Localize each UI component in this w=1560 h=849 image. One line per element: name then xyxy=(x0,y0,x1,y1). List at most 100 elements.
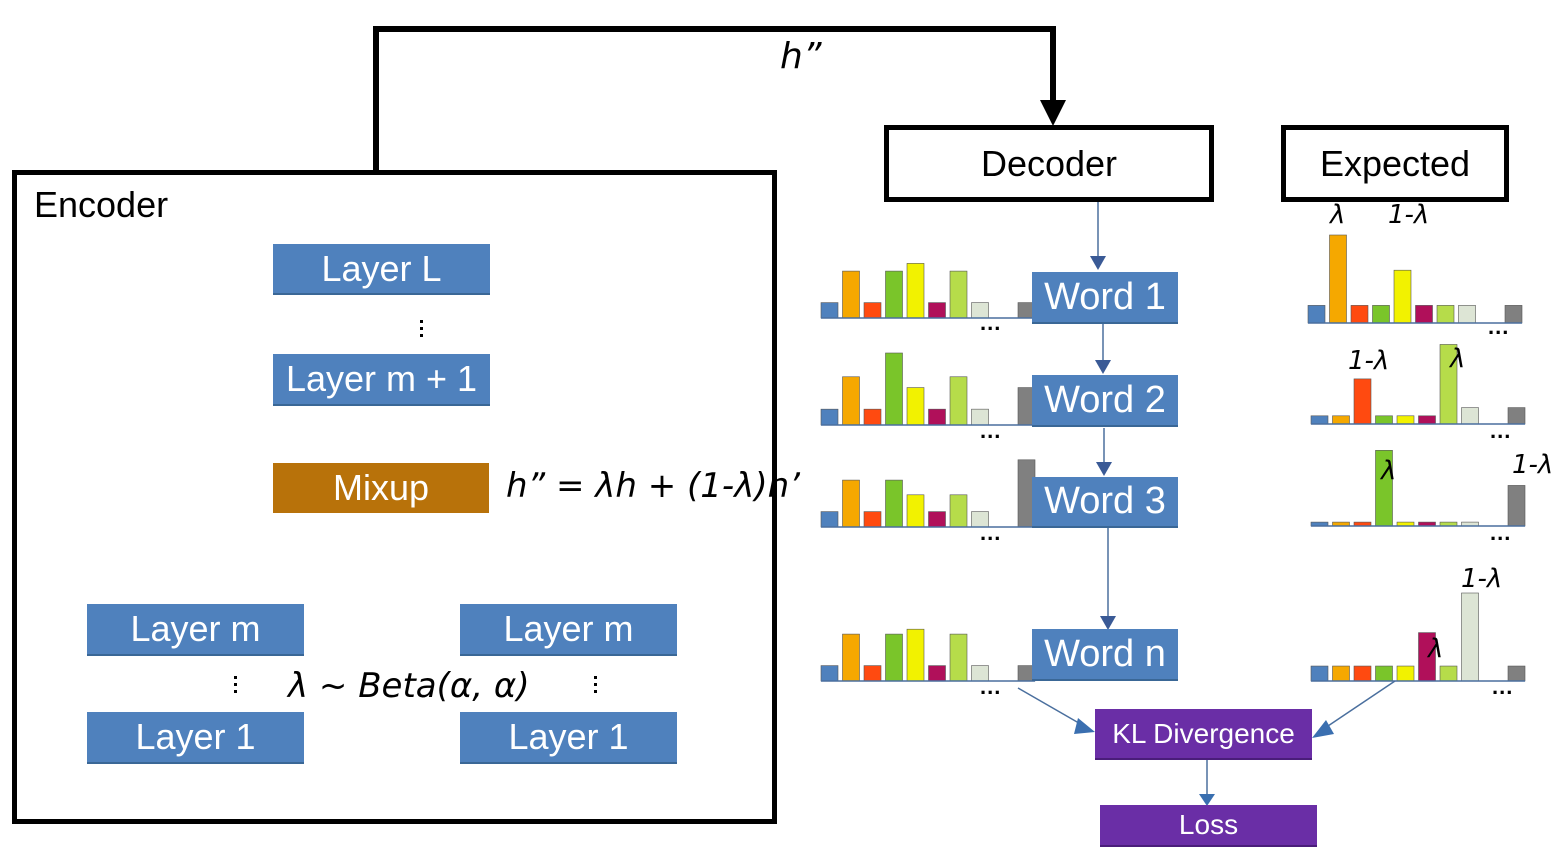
lambda-label: λ xyxy=(1381,456,1397,486)
mixup-box: Mixup xyxy=(273,463,489,513)
expected-bar xyxy=(1375,415,1393,425)
expected-bar xyxy=(1332,415,1350,425)
mixup-formula: h” = λh + (1-λ)h’ xyxy=(506,466,800,506)
expected-bar xyxy=(1310,415,1329,425)
expected-chart-2 xyxy=(1310,344,1526,425)
layer-L-box: Layer L xyxy=(273,244,490,295)
ellipsis: ... xyxy=(1490,520,1512,545)
expected-box: Expected xyxy=(1281,125,1509,202)
arrow-head xyxy=(1096,462,1112,476)
vertical-ellipsis xyxy=(594,676,598,697)
decoder-box: Decoder xyxy=(884,125,1214,202)
ellipsis: ... xyxy=(980,418,1002,443)
decoder-bar xyxy=(928,408,946,426)
decoder-bar xyxy=(863,665,882,682)
ellipsis: ... xyxy=(1490,418,1512,443)
left-layer-m-box: Layer m xyxy=(87,604,304,656)
expected-chart-1 xyxy=(1307,234,1523,324)
expected-bar xyxy=(1439,665,1458,682)
expected-bar xyxy=(1329,234,1347,324)
right-layer-m-box: Layer m xyxy=(460,604,677,656)
decoder-chart-3 xyxy=(820,459,1036,528)
loss-box: Loss xyxy=(1100,805,1317,847)
expected-bar xyxy=(1353,665,1372,682)
decoder-bar xyxy=(949,270,968,319)
decoder-bar xyxy=(928,665,946,682)
ellipsis: ... xyxy=(980,310,1002,335)
word-n-box: Word n xyxy=(1032,629,1178,681)
decoder-bar xyxy=(906,387,925,426)
expected-bar xyxy=(1307,305,1326,324)
lambda-label: λ xyxy=(1450,344,1466,374)
one-minus-lambda-label: 1-λ xyxy=(1348,346,1390,376)
expected-bar xyxy=(1353,378,1372,425)
expected-bar xyxy=(1458,305,1476,324)
vertical-ellipsis xyxy=(234,676,238,697)
expected-bar xyxy=(1415,305,1433,324)
decoder-bar xyxy=(842,270,860,319)
arrow-line xyxy=(1017,687,1085,727)
decoder-bar xyxy=(949,494,968,528)
decoder-bar xyxy=(928,302,946,319)
expected-chart-3 xyxy=(1310,450,1526,527)
decoder-bar xyxy=(820,511,839,528)
decoder-bar xyxy=(885,352,903,426)
decoder-bar xyxy=(842,376,860,426)
expected-bar xyxy=(1332,665,1350,682)
expected-bar xyxy=(1461,592,1479,682)
ellipsis: ... xyxy=(1488,314,1510,339)
decoder-bar xyxy=(906,494,925,528)
decoder-bar xyxy=(949,376,968,426)
one-minus-lambda-label: 1-λ xyxy=(1512,450,1554,480)
encoder-title: Encoder xyxy=(34,184,169,225)
kl-divergence-box: KL Divergence xyxy=(1095,709,1312,760)
one-minus-lambda-label: 1-λ xyxy=(1461,564,1503,594)
decoder-bar xyxy=(863,302,882,319)
word-1-box: Word 1 xyxy=(1032,272,1178,324)
arrow-line xyxy=(1321,680,1396,731)
expected-bar xyxy=(1436,305,1455,324)
lambda-distribution: λ ~ Beta(α, α) xyxy=(288,666,530,706)
arrow-head xyxy=(1100,616,1116,630)
decoder-bar xyxy=(885,479,903,528)
word-3-box: Word 3 xyxy=(1032,477,1178,528)
lambda-label: λ xyxy=(1330,200,1346,230)
expected-bar xyxy=(1393,269,1412,324)
decoder-bar xyxy=(842,479,860,528)
expected-bar xyxy=(1461,407,1479,425)
expected-bar xyxy=(1372,305,1390,324)
distribution-charts xyxy=(820,234,1526,682)
expected-chart-4 xyxy=(1310,592,1526,682)
h-double-prime-label: h” xyxy=(780,36,822,77)
decoder-chart-2 xyxy=(820,352,1036,426)
expected-bar xyxy=(1418,415,1436,425)
lambda-label: λ xyxy=(1428,634,1444,664)
arrow-head xyxy=(1090,256,1106,270)
layer-m-plus-1-box: Layer m + 1 xyxy=(273,354,490,406)
decoder-bar xyxy=(820,408,839,426)
expected-bar xyxy=(1396,415,1415,425)
ellipsis: ... xyxy=(1492,674,1514,699)
decoder-bar xyxy=(863,408,882,426)
right-layer-1-box: Layer 1 xyxy=(460,712,677,764)
expected-bar xyxy=(1396,665,1415,682)
decoder-chart-1 xyxy=(820,263,1036,319)
expected-bar xyxy=(1350,305,1369,324)
arrow-head xyxy=(1074,718,1095,734)
decoder-bar xyxy=(820,665,839,682)
ellipsis: ... xyxy=(980,520,1002,545)
decoder-bar xyxy=(842,633,860,682)
decoder-bar xyxy=(863,511,882,528)
decoder-bar xyxy=(885,270,903,319)
decoder-bar xyxy=(906,628,925,682)
expected-bar xyxy=(1310,665,1329,682)
decoder-bar xyxy=(949,633,968,682)
vertical-ellipsis xyxy=(420,320,424,341)
decoder-bar xyxy=(885,633,903,682)
decoder-bar xyxy=(820,302,839,319)
arrow-head xyxy=(1199,794,1215,806)
one-minus-lambda-label: 1-λ xyxy=(1388,200,1430,230)
top-connector-line xyxy=(373,26,1056,170)
decoder-bar xyxy=(906,263,925,319)
decoder-bar xyxy=(928,511,946,528)
